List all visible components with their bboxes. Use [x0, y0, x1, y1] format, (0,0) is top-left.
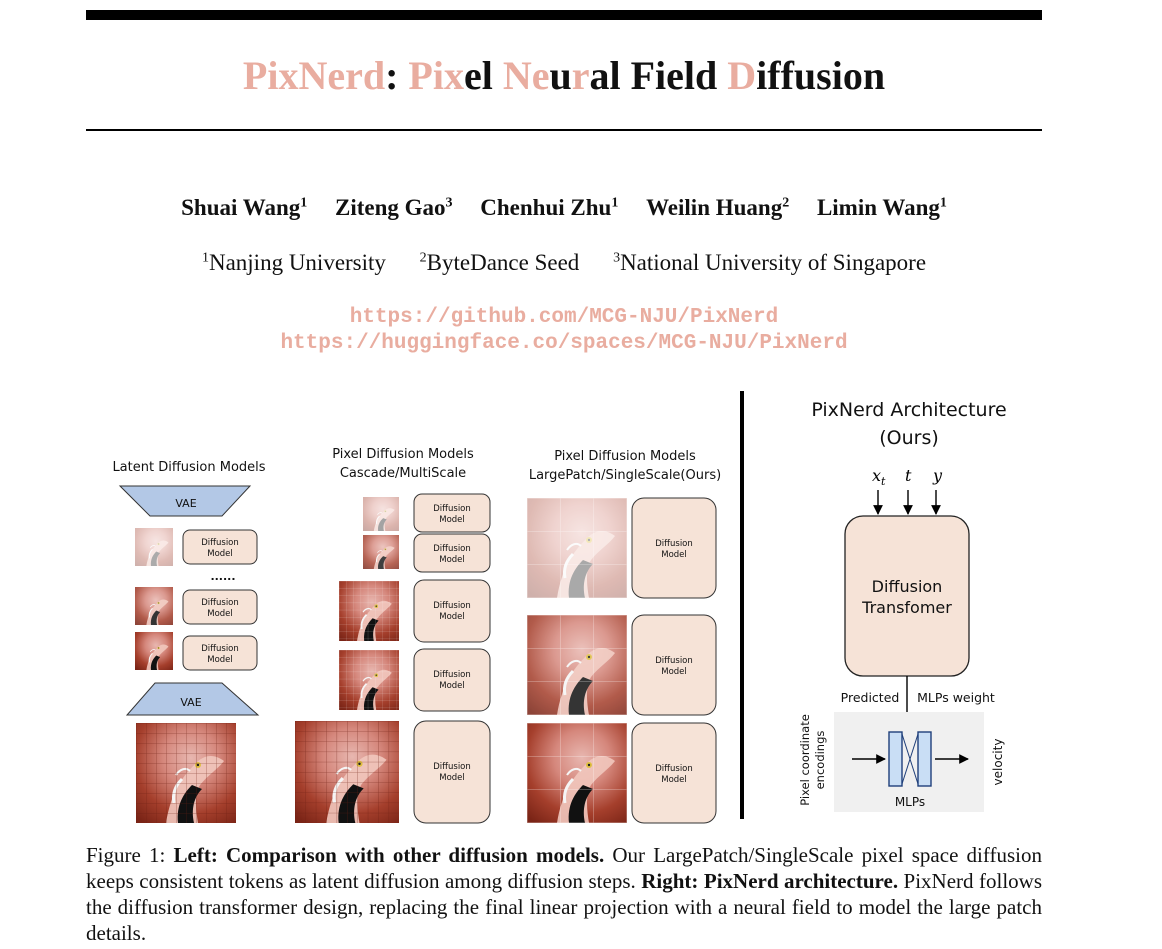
- svg-text:Model: Model: [439, 612, 465, 622]
- latent-image-3: [135, 632, 173, 670]
- input-xt: xt: [872, 466, 886, 488]
- pixel-image-s4: [339, 650, 399, 710]
- latent-image-1: [135, 528, 173, 566]
- predicted-label: Predicted: [841, 690, 900, 705]
- mlp-layer: [917, 731, 932, 787]
- vae-decoder: [125, 682, 260, 716]
- svg-text:Model: Model: [207, 549, 233, 559]
- affiliation: 2ByteDance Seed: [419, 250, 580, 275]
- svg-text:encodings: encodings: [813, 731, 827, 790]
- ellipsis: ......: [210, 570, 235, 583]
- author-list: Shuai Wang1 Ziteng Gao3 Chenhui Zhu1 Wei…: [86, 195, 1042, 221]
- paper-title: PixNerd: Pixel Neural Field Diffusion: [242, 53, 886, 98]
- svg-text:Cascade/MultiScale: Cascade/MultiScale: [340, 466, 466, 481]
- svg-text:Model: Model: [439, 773, 465, 783]
- author: Chenhui Zhu1: [480, 195, 619, 220]
- svg-text:Model: Model: [207, 609, 233, 619]
- pixel-coord-label: Pixel coordinate: [798, 714, 812, 806]
- svg-text:Model: Model: [439, 555, 465, 565]
- col1-title: Latent Diffusion Models: [112, 460, 265, 475]
- patch-image-t1: [527, 498, 627, 598]
- svg-text:Model: Model: [439, 681, 465, 691]
- title-rule: [86, 129, 1042, 131]
- svg-text:Diffusion: Diffusion: [201, 538, 239, 548]
- pixel-image-s2: [363, 535, 399, 569]
- col2-title: Pixel Diffusion Models: [332, 447, 474, 462]
- author: Ziteng Gao3: [334, 195, 453, 220]
- figure-divider: [740, 391, 744, 819]
- affiliation: 3National University of Singapore: [613, 250, 927, 275]
- input-y: y: [932, 466, 943, 485]
- svg-text:Diffusion: Diffusion: [433, 544, 471, 554]
- diffusion-model-box: [631, 497, 717, 599]
- svg-text:Diffusion: Diffusion: [655, 656, 693, 666]
- diffusion-model-box: [631, 722, 717, 824]
- velocity-label: velocity: [991, 739, 1005, 786]
- vae-label: VAE: [175, 497, 196, 510]
- svg-text:Model: Model: [207, 655, 233, 665]
- svg-text:Diffusion: Diffusion: [433, 601, 471, 611]
- svg-text:Diffusion: Diffusion: [433, 670, 471, 680]
- top-rule: [86, 10, 1042, 20]
- diffusion-model-box: [413, 493, 491, 533]
- arch-title: PixNerd Architecture: [811, 399, 1006, 421]
- svg-text:Diffusion: Diffusion: [872, 577, 943, 596]
- svg-text:Model: Model: [661, 775, 687, 785]
- huggingface-link[interactable]: https://huggingface.co/spaces/MCG-NJU/Pi…: [280, 332, 848, 355]
- svg-text:(Ours): (Ours): [879, 427, 939, 449]
- output-image-col1: [136, 723, 236, 823]
- svg-text:LargePatch/SingleScale(Ours): LargePatch/SingleScale(Ours): [529, 468, 721, 483]
- pixel-image-s3: [339, 581, 399, 641]
- svg-text:VAE: VAE: [180, 696, 201, 709]
- diffusion-transformer-block: [844, 515, 970, 677]
- latent-image-2: [135, 587, 173, 625]
- patch-image-t2: [527, 615, 627, 715]
- vae-encoder: [118, 485, 252, 517]
- col3-title: Pixel Diffusion Models: [554, 449, 696, 464]
- svg-text:Diffusion: Diffusion: [433, 504, 471, 514]
- svg-text:Diffusion: Diffusion: [201, 644, 239, 654]
- diffusion-model-box: [413, 533, 491, 573]
- figure-caption: Figure 1: Left: Comparison with other di…: [86, 843, 1043, 945]
- author: Weilin Huang2: [646, 195, 790, 220]
- github-link[interactable]: https://github.com/MCG-NJU/PixNerd: [349, 306, 779, 329]
- input-t: t: [905, 466, 912, 485]
- patch-image-t3: [527, 723, 627, 823]
- svg-text:Diffusion: Diffusion: [201, 598, 239, 608]
- diffusion-model-box: [413, 720, 491, 824]
- mlps-label: MLPs: [895, 795, 925, 809]
- affiliation-list: 1Nanjing University 2ByteDance Seed 3Nat…: [86, 250, 1042, 276]
- diffusion-model-box: [413, 579, 491, 643]
- svg-text:Transfomer: Transfomer: [861, 598, 952, 617]
- author: Limin Wang1: [816, 195, 947, 220]
- mlp-layer: [888, 731, 903, 787]
- svg-text:Model: Model: [439, 515, 465, 525]
- affiliation: 1Nanjing University: [201, 250, 386, 275]
- diffusion-model-box: [413, 648, 491, 712]
- diffusion-model-box: [182, 529, 258, 565]
- svg-text:Model: Model: [661, 550, 687, 560]
- svg-text:Diffusion: Diffusion: [655, 539, 693, 549]
- svg-text:Diffusion: Diffusion: [433, 762, 471, 772]
- diffusion-model-box: [182, 635, 258, 671]
- svg-text:Diffusion: Diffusion: [655, 764, 693, 774]
- diffusion-model-box: [182, 589, 258, 625]
- svg-text:Model: Model: [661, 667, 687, 677]
- pixel-image-s1: [363, 497, 399, 531]
- output-image-col2: [295, 721, 399, 823]
- diffusion-model-box: [631, 614, 717, 716]
- mlps-weight-label: MLPs weight: [917, 690, 995, 705]
- author: Shuai Wang1: [181, 195, 308, 220]
